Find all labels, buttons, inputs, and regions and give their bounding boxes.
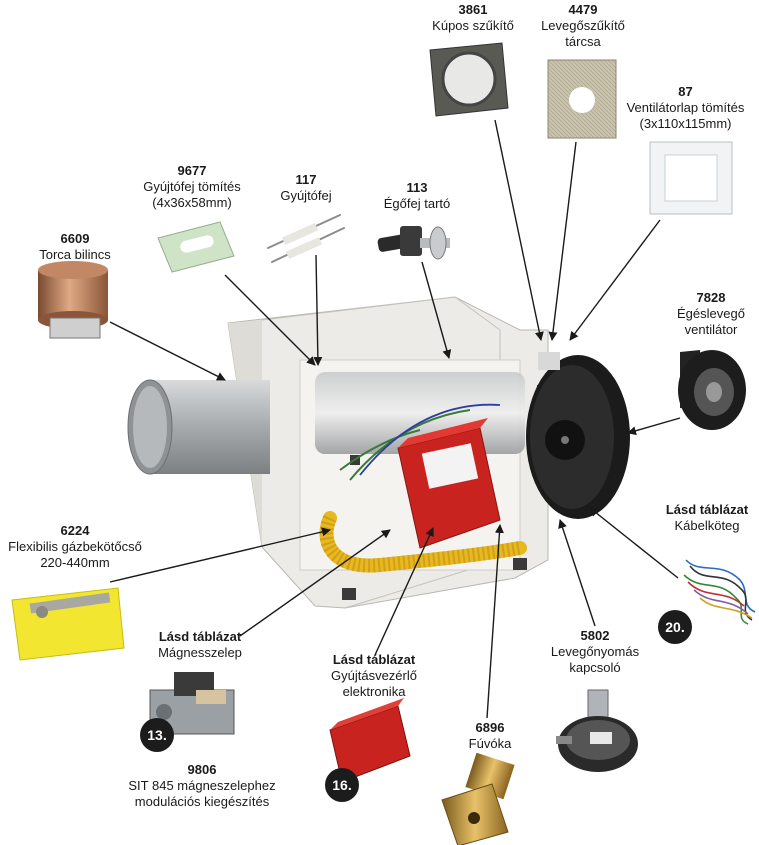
part-description: Kábelköteg <box>674 518 740 533</box>
fan-disc-art <box>526 352 630 519</box>
part-number: 6609 <box>60 231 90 246</box>
part-description: Torca bilincs <box>39 247 111 262</box>
part-description: Gyújtófej <box>280 188 332 203</box>
part-description-2: tárcsa <box>565 34 601 49</box>
label-113: 113 Égőfej tartó <box>362 180 472 212</box>
part-description: Ventilátorlap tömítés <box>626 100 745 115</box>
part-description-2: modulációs kiegészítés <box>134 794 270 809</box>
part-description: Égőfej tartó <box>383 196 451 211</box>
gas-valve-image <box>149 672 235 735</box>
part-description: Fúvóka <box>468 736 512 751</box>
part-number: 6896 <box>475 720 505 735</box>
part-description: Levegőszűkítő <box>541 18 625 33</box>
label-9806: 9806 SIT 845 mágneszelephez modulációs k… <box>112 762 292 810</box>
part-number: Lásd táblázat <box>158 629 242 644</box>
part-description: Gyújtófej tömítés <box>143 179 241 194</box>
label-87: 87 Ventilátorlap tömítés (3x110x115mm) <box>612 84 759 132</box>
burner-housing <box>227 296 549 609</box>
part-number: 4479 <box>568 2 598 17</box>
part-number: Lásd táblázat <box>665 502 749 517</box>
part-description-2: kapcsoló <box>569 660 621 675</box>
part-description: Flexibilis gázbekötőcső <box>8 539 142 554</box>
combustion-fan-image <box>678 350 746 430</box>
label-5802: 5802 Levegőnyomás kapcsoló <box>540 628 650 676</box>
ignition-head-image <box>267 214 345 263</box>
part-description: Kúpos szűkítő <box>432 18 514 33</box>
control-box-art <box>339 403 501 549</box>
part-description-2: 220-440mm <box>40 555 110 570</box>
part-number: 3861 <box>458 2 488 17</box>
label-6224: 6224 Flexibilis gázbekötőcső 220-440mm <box>0 523 150 571</box>
leader-lines <box>109 119 681 719</box>
nozzle-image <box>441 752 515 845</box>
air-reducer-disc-image <box>547 59 617 139</box>
part-number: 87 <box>678 84 693 99</box>
label-ignition-electronics: Lásd táblázat Gyújtásvezérlő elektronika <box>314 652 434 700</box>
part-number: Lásd táblázat <box>332 652 416 667</box>
ignition-gasket-image <box>157 221 235 273</box>
label-7828: 7828 Égéslevegő ventilátor <box>666 290 756 338</box>
part-number: 9677 <box>177 163 207 178</box>
label-cable-harness: Lásd táblázat Kábelköteg <box>655 502 759 534</box>
part-number: 117 <box>295 172 317 187</box>
part-description-2: (4x36x58mm) <box>152 195 232 210</box>
label-6609: 6609 Torca bilincs <box>20 231 130 263</box>
label-4479: 4479 Levegőszűkítő tárcsa <box>518 2 648 50</box>
label-117: 117 Gyújtófej <box>266 172 346 204</box>
badge-16: 16. <box>325 768 359 802</box>
label-9677: 9677 Gyújtófej tömítés (4x36x58mm) <box>122 163 262 211</box>
part-number: 113 <box>406 180 428 195</box>
part-number: 6224 <box>60 523 90 538</box>
part-description: SIT 845 mágneszelephez <box>128 778 276 793</box>
cone-reducer-image <box>429 42 509 117</box>
fan-gasket-image <box>649 141 733 215</box>
burner-head-holder-image <box>377 226 450 260</box>
label-3861: 3861 Kúpos szűkítő <box>408 2 538 34</box>
part-description: Gyújtásvezérlő <box>331 668 417 683</box>
gas-hose-bag-image <box>11 587 125 661</box>
part-number: 5802 <box>580 628 610 643</box>
flame-tube <box>127 379 270 475</box>
part-description-2: ventilátor <box>684 322 738 337</box>
part-number: 7828 <box>696 290 726 305</box>
copper-clamp-image <box>38 261 108 339</box>
badge-13: 13. <box>140 718 174 752</box>
part-description: Égéslevegő <box>677 306 745 321</box>
badge-20: 20. <box>658 610 692 644</box>
label-gas-valve: Lásd táblázat Mágnesszelep <box>140 629 260 661</box>
part-description-2: (3x110x115mm) <box>639 116 732 131</box>
cable-harness-image <box>683 559 756 625</box>
part-description: Mágnesszelep <box>158 645 242 660</box>
part-number: 9806 <box>187 762 217 777</box>
part-description: Levegőnyomás <box>550 644 640 659</box>
ignition-electronics-image <box>329 698 411 783</box>
air-pressure-switch-image <box>556 689 638 772</box>
label-6896: 6896 Fúvóka <box>450 720 530 752</box>
part-description-2: elektronika <box>342 684 406 699</box>
